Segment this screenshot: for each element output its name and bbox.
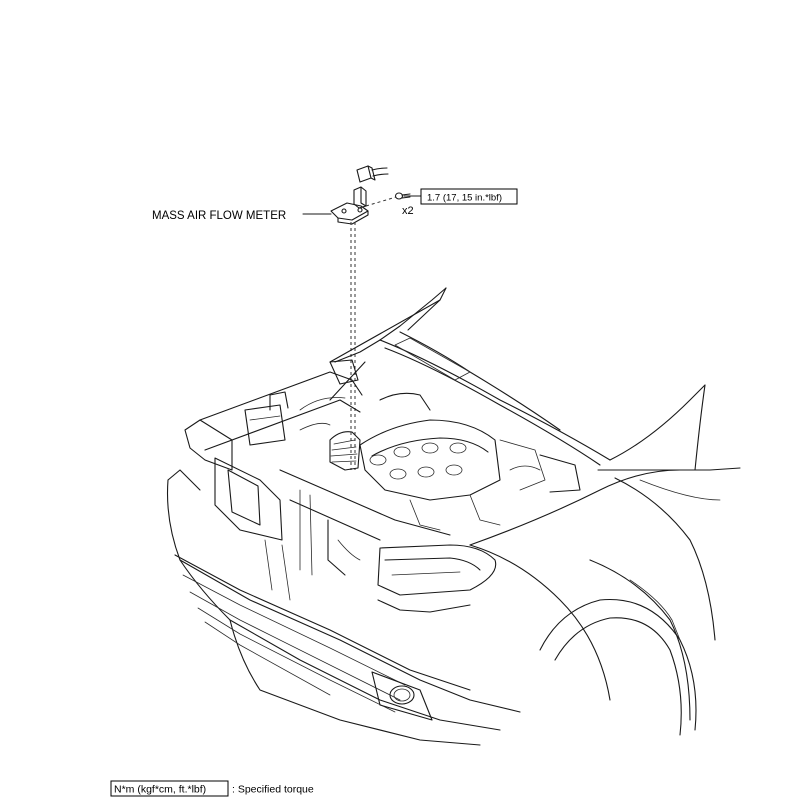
- meter-body: [330, 186, 369, 225]
- mass-air-flow-meter: [302, 165, 422, 470]
- hood-prop: [329, 361, 366, 401]
- grille: [184, 371, 451, 601]
- legend-description: : Specified torque: [232, 784, 314, 796]
- legend-unit-box: [110, 780, 229, 797]
- connector-plug: [356, 165, 389, 183]
- screw: [394, 192, 411, 200]
- legend-unit-text: N*m (kgf*cm, ft.*lbf): [114, 784, 206, 796]
- legend: N*m (kgf*cm, ft.*lbf) : Specified torque: [110, 780, 314, 797]
- body-side: [469, 384, 741, 641]
- quantity-label: x2: [402, 205, 414, 217]
- torque-value: 1.7 (17, 15 in.*lbf): [427, 193, 502, 204]
- front-bumper: [166, 469, 521, 746]
- headlight: [377, 544, 497, 613]
- part-label: MASS AIR FLOW METER: [152, 210, 286, 222]
- engine: [244, 359, 581, 531]
- torque-box: [420, 188, 518, 205]
- torque-callout: 1.7 (17, 15 in.*lbf): [420, 188, 518, 205]
- fender: [469, 544, 697, 736]
- vehicle-front: [166, 287, 741, 746]
- screw-dash-line: [365, 196, 397, 207]
- hood: [329, 287, 611, 466]
